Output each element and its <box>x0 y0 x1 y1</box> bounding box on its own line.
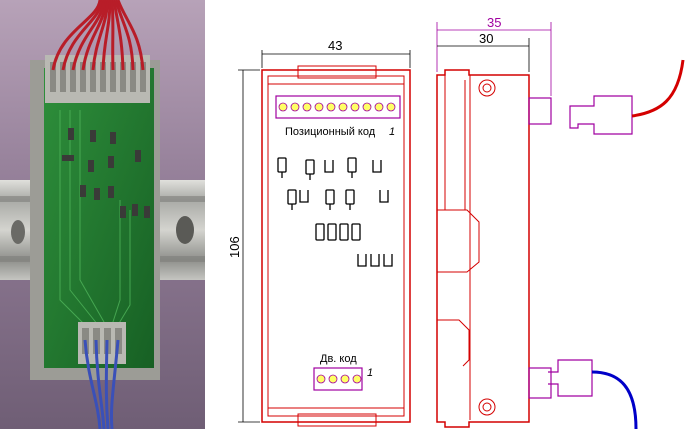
binary-code-label: Дв. код <box>320 353 357 365</box>
side-screw-top <box>478 79 496 97</box>
pcb <box>44 68 154 368</box>
bottom-connector-housing <box>528 367 552 399</box>
red-cable <box>631 59 685 118</box>
positional-code-mark: 1 <box>389 126 395 138</box>
width-dimension <box>261 50 411 68</box>
device-photo <box>0 0 205 429</box>
side-view: 35 30 <box>436 15 685 429</box>
blue-cable <box>591 370 638 429</box>
red-wires <box>51 0 145 71</box>
body-depth-value: 30 <box>479 31 493 46</box>
positional-code-label: Позиционный код <box>285 126 376 138</box>
height-dimension <box>238 69 260 423</box>
top-plug <box>569 95 633 135</box>
side-screw-bottom <box>478 398 496 416</box>
binary-code-led-block <box>313 367 363 391</box>
technical-drawing: Позиционный код 1 Дв. код 1 <box>227 15 685 429</box>
blue-wires <box>83 339 120 429</box>
height-dimension-value: 106 <box>227 236 242 258</box>
top-connector-housing <box>528 97 552 125</box>
overall-depth-value: 35 <box>487 15 501 30</box>
binary-code-leds <box>316 374 362 384</box>
binary-code-mark: 1 <box>367 367 373 379</box>
width-dimension-value: 43 <box>328 38 342 53</box>
bottom-plug <box>548 359 593 397</box>
positional-code-leds <box>278 102 396 112</box>
positional-code-led-block <box>275 95 401 119</box>
component-symbols <box>277 157 393 267</box>
overall-depth-dimension <box>436 22 552 96</box>
body-depth-dimension <box>437 38 530 72</box>
front-view: Позиционный код 1 Дв. код 1 <box>227 38 411 427</box>
